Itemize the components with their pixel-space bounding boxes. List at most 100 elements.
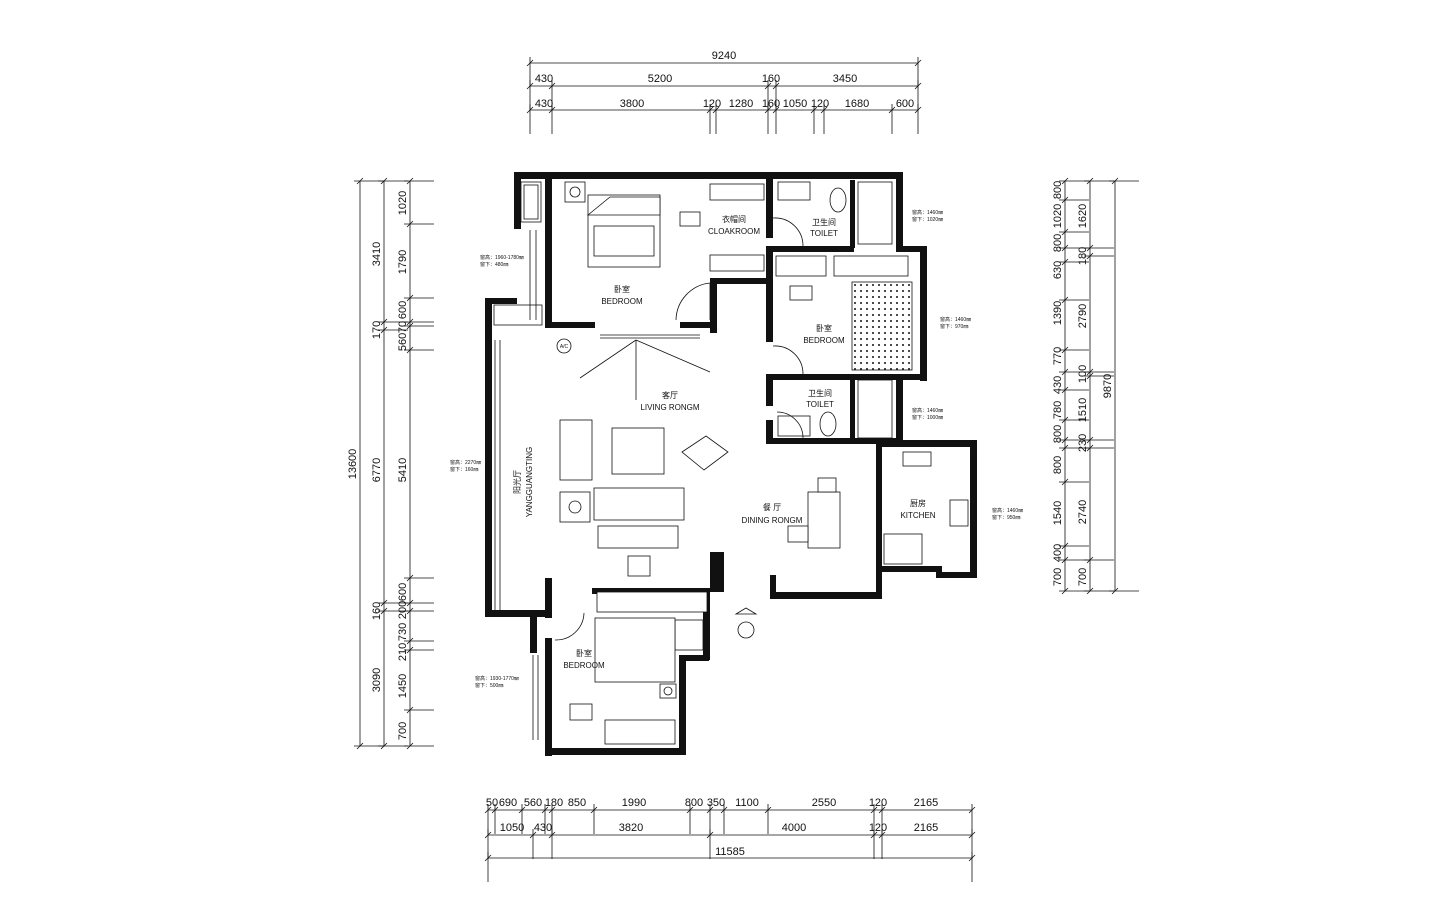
dim-bot-r1-6: 800 <box>685 797 703 809</box>
room-toilet1-cn: 卫生间 <box>812 217 836 227</box>
dim-top-r1-2: 160 <box>762 73 780 85</box>
dim-right-r2-3: 100 <box>1077 365 1089 383</box>
dim-right-r1-0: 800 <box>1052 181 1064 199</box>
dim-bot-r1-9: 2550 <box>812 797 836 809</box>
window-note-5-sill: 窗下：160㎜ <box>450 466 478 473</box>
dim-bot-r1-11: 2165 <box>914 797 938 809</box>
room-labels: 衣帽间 CLOAKROOM 卫生间 TOILET 卧室 BEDROOM 卧室 B… <box>512 214 936 670</box>
furniture: A/C <box>556 181 969 745</box>
toilet-icon <box>829 187 847 213</box>
dim-left-r1-0: 3410 <box>371 242 383 266</box>
dim-right-r1-5: 770 <box>1052 347 1064 365</box>
dim-bot-r2-4: 120 <box>869 822 887 834</box>
dim-bot-r2-5: 2165 <box>914 822 938 834</box>
dim-bot-r2-0: 1050 <box>500 822 524 834</box>
dim-top-r1-1: 5200 <box>648 73 672 85</box>
dim-top-r2-1: 3800 <box>620 98 644 110</box>
dim-right-r1-10: 1540 <box>1052 501 1064 525</box>
sofa-icon <box>559 419 593 481</box>
dim-top-r2-7: 1680 <box>845 98 869 110</box>
room-bedroom1-cn: 卧室 <box>614 284 630 294</box>
room-toilet2-cn: 卫生间 <box>808 388 832 398</box>
dim-left-r2-1: 1790 <box>397 250 409 274</box>
dim-left-r2-4: 560 <box>397 333 409 351</box>
dim-bot-r1-5: 1990 <box>622 797 646 809</box>
dim-right-r2-4: 1510 <box>1077 398 1089 422</box>
dim-top-r1-3: 3450 <box>833 73 857 85</box>
dim-right-total: 9870 <box>1102 374 1114 398</box>
room-bedroom3-en: BEDROOM <box>563 661 605 670</box>
sink-icon <box>777 181 811 201</box>
dim-bot-r2-2: 3820 <box>619 822 643 834</box>
shower-icon <box>857 181 893 245</box>
dim-top-r2-3: 1280 <box>729 98 753 110</box>
room-dining-en: DINING RONGM <box>742 516 803 525</box>
dim-top-r2-4: 160 <box>762 98 780 110</box>
dim-bot-r1-1: 690 <box>499 797 517 809</box>
window-note-5-height: 窗高：2270㎜ <box>450 459 481 466</box>
room-cloakroom-cn: 衣帽间 <box>722 214 746 224</box>
dim-right-r2-5: 230 <box>1077 434 1089 452</box>
dim-left-r1-4: 3090 <box>371 668 383 692</box>
room-bedroom2-cn: 卧室 <box>816 323 832 333</box>
dim-top-r2-6: 120 <box>811 98 829 110</box>
dim-bot-r1-0: 50 <box>486 797 498 809</box>
window-note-4-height: 窗高：1460㎜ <box>912 407 943 414</box>
dim-left-r2-3: 70 <box>397 321 409 333</box>
dim-top-r2-0: 430 <box>535 98 553 110</box>
top-dimensions: 9240 430 5200 160 3450 430 3800 120 1280… <box>526 50 922 134</box>
dim-right-r2-0: 1620 <box>1077 204 1089 228</box>
window-note-2-height: 窗高：1460㎜ <box>912 209 943 216</box>
dim-bot-r1-10: 120 <box>869 797 887 809</box>
room-dining-cn: 餐 厅 <box>763 503 781 512</box>
dim-left-r2-0: 1020 <box>397 191 409 215</box>
kitchen-sink-icon <box>949 499 969 527</box>
right-dimensions: 800 1020 800 630 1390 770 430 780 800 80… <box>1052 177 1139 595</box>
dim-left-r2-11: 700 <box>397 722 409 740</box>
room-kitchen-cn: 厨房 <box>910 498 926 508</box>
dim-top-r2-8: 600 <box>896 98 914 110</box>
dim-bot-r2-1: 430 <box>534 822 552 834</box>
dim-right-r1-2: 800 <box>1052 234 1064 252</box>
dim-right-r2-6: 2740 <box>1077 500 1089 524</box>
window-note-1-sill: 窗下：480㎜ <box>480 261 508 268</box>
left-dimensions: 13600 3410 170 6770 160 3090 1020 1790 6… <box>347 177 434 750</box>
dim-bot-r1-2: 560 <box>524 797 542 809</box>
dim-left-r1-2: 6770 <box>371 458 383 482</box>
window-note-3-sill: 窗下：970㎜ <box>940 323 968 330</box>
dim-right-r2-1: 180 <box>1077 247 1089 265</box>
room-toilet1-en: TOILET <box>810 229 838 238</box>
window-note-7-height: 窗高：1930-1770㎜ <box>475 675 519 682</box>
dim-right-r1-8: 800 <box>1052 425 1064 443</box>
dim-left-total: 13600 <box>347 449 359 480</box>
room-toilet2-en: TOILET <box>806 400 834 409</box>
bed-icon-3 <box>594 617 676 683</box>
window-note-2-sill: 窗下：1020㎜ <box>912 216 943 223</box>
dim-bot-r1-4: 850 <box>568 797 586 809</box>
room-kitchen-en: KITCHEN <box>900 511 935 520</box>
dining-table-icon <box>807 491 841 549</box>
dim-left-r2-8: 730 <box>397 623 409 641</box>
dim-left-r2-9: 210 <box>397 643 409 661</box>
window-note-7-sill: 窗下：500㎜ <box>475 682 503 689</box>
dim-right-r1-6: 430 <box>1052 376 1064 394</box>
room-sunroom-en: YANGGUANGTING <box>525 447 534 518</box>
dim-top-total: 9240 <box>712 50 736 62</box>
window-note-3-height: 窗高：1460㎜ <box>940 316 971 323</box>
dim-top-r1-0: 430 <box>535 73 553 85</box>
dim-left-r2-10: 1450 <box>397 674 409 698</box>
bottom-dimensions: 50 690 560 180 850 1990 800 350 1100 255… <box>484 797 976 882</box>
dim-right-r1-11: 400 <box>1052 544 1064 562</box>
dim-bot-r1-3: 180 <box>545 797 563 809</box>
window-notes: 窗高：1960-1780㎜ 窗下：480㎜ 窗高：1460㎜ 窗下：1020㎜ … <box>450 209 1023 689</box>
dim-bot-r1-8: 1100 <box>735 797 759 809</box>
room-living-en: LIVING RONGM <box>640 403 699 412</box>
dim-right-r1-7: 780 <box>1052 401 1064 419</box>
room-bedroom2-en: BEDROOM <box>803 336 845 345</box>
window-note-6-sill: 窗下：950㎜ <box>992 514 1020 521</box>
coffee-table-icon <box>611 427 665 475</box>
walls <box>485 172 977 756</box>
dim-right-r1-3: 630 <box>1052 261 1064 279</box>
dim-right-r1-4: 1390 <box>1052 301 1064 325</box>
